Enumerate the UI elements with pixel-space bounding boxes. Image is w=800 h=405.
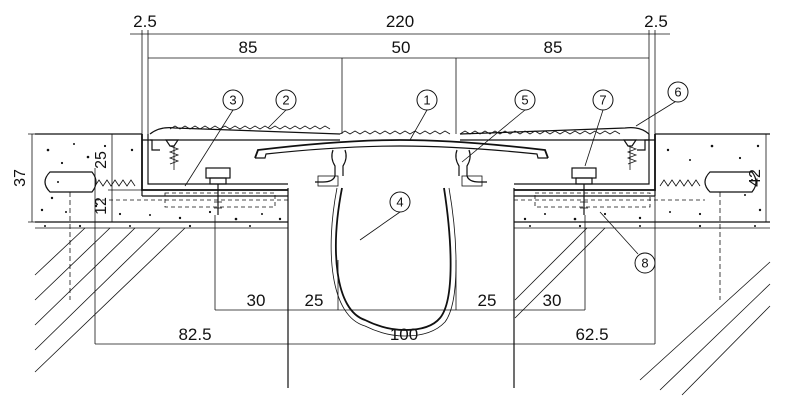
waterstop-gasket xyxy=(335,187,452,331)
dim-left-vertical-total: 37 xyxy=(12,169,29,187)
dim-left-vertical-lower: 12 xyxy=(93,197,110,215)
svg-text:3: 3 xyxy=(229,93,236,108)
left-center-clip xyxy=(315,149,347,187)
right-cover-plate xyxy=(459,127,650,141)
svg-text:6: 6 xyxy=(674,85,681,100)
dim-top-center: 50 xyxy=(392,38,411,57)
callout-1: 1 xyxy=(416,89,438,111)
left-cover-plate xyxy=(149,125,341,141)
dim-top-total: 220 xyxy=(386,12,414,31)
left-concrete-slab xyxy=(34,133,288,373)
callout-2: 2 xyxy=(275,89,297,111)
svg-text:2: 2 xyxy=(282,93,289,108)
callout-5: 5 xyxy=(514,89,536,111)
svg-text:5: 5 xyxy=(521,93,528,108)
right-anchor-bolt xyxy=(571,167,597,215)
dim-bottom-left-total: 82.5 xyxy=(178,325,211,344)
left-countersunk-screw xyxy=(164,139,180,170)
left-anchor-bolt xyxy=(205,167,231,215)
dim-top-right-plate: 85 xyxy=(544,38,563,57)
right-concrete-slab xyxy=(514,133,771,396)
dim-top-left-edge: 2.5 xyxy=(133,12,157,31)
dim-left-vertical-upper: 25 xyxy=(93,151,110,169)
dim-top-left-plate: 85 xyxy=(239,38,258,57)
svg-text:1: 1 xyxy=(423,93,430,108)
waterstop-gasket-inner xyxy=(330,187,457,337)
svg-text:8: 8 xyxy=(641,256,648,271)
svg-text:4: 4 xyxy=(396,195,403,210)
callout-4: 4 xyxy=(389,191,411,213)
callout-3: 3 xyxy=(222,89,244,111)
leader-lines xyxy=(184,99,679,255)
dim-bottom-right-gap: 25 xyxy=(478,291,497,310)
left-side-frame xyxy=(141,134,288,197)
dim-bottom-center-gap: 100 xyxy=(390,325,418,344)
right-countersunk-screw xyxy=(622,139,638,170)
dim-top-right-edge: 2.5 xyxy=(644,12,668,31)
dimension-lines xyxy=(28,30,767,345)
dim-bottom-left-anchor: 30 xyxy=(247,291,266,310)
right-rebar xyxy=(659,171,757,300)
svg-text:7: 7 xyxy=(599,93,606,108)
callout-7: 7 xyxy=(592,89,614,111)
callout-6: 6 xyxy=(667,81,689,103)
dim-right-vertical-total: 42 xyxy=(747,169,764,187)
right-center-clip xyxy=(455,149,487,187)
dim-bottom-left-gap: 25 xyxy=(305,291,324,310)
left-rebar xyxy=(44,171,136,300)
dim-bottom-right-total: 62.5 xyxy=(575,325,608,344)
center-cover-plate xyxy=(254,130,549,159)
callout-8: 8 xyxy=(634,252,656,274)
dim-bottom-right-anchor: 30 xyxy=(543,291,562,310)
